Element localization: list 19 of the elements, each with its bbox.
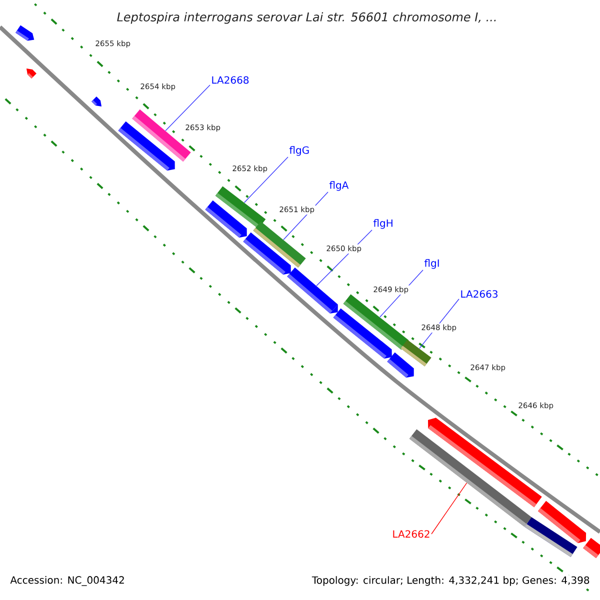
title: Leptospira interrogans serovar Lai str. 56601 chromosome I, ... bbox=[117, 12, 496, 24]
gene-label: LA2663 bbox=[461, 290, 498, 298]
gene-label: flgI bbox=[424, 259, 439, 269]
gene-bar bbox=[253, 221, 306, 268]
summary-text: Topology: circular; Length: 4,332,241 bp; Genes: 4,398 bbox=[310, 575, 591, 587]
gene-label: flgH bbox=[373, 219, 392, 229]
gene-bar bbox=[287, 267, 338, 314]
leader-line bbox=[431, 482, 468, 534]
gene-label: flgG bbox=[289, 146, 309, 156]
accession-text: Accession: NC_004342 bbox=[10, 576, 124, 586]
gene-label: LA2668 bbox=[212, 76, 249, 84]
gene-bar bbox=[400, 340, 432, 366]
gene-label: flgA bbox=[329, 181, 349, 191]
gene-bar bbox=[343, 294, 409, 350]
leader-line bbox=[244, 156, 288, 203]
leader-line bbox=[165, 84, 210, 132]
gene-bar bbox=[409, 429, 532, 527]
gene-label: LA2662 bbox=[393, 530, 430, 538]
gene-bar bbox=[215, 186, 266, 229]
